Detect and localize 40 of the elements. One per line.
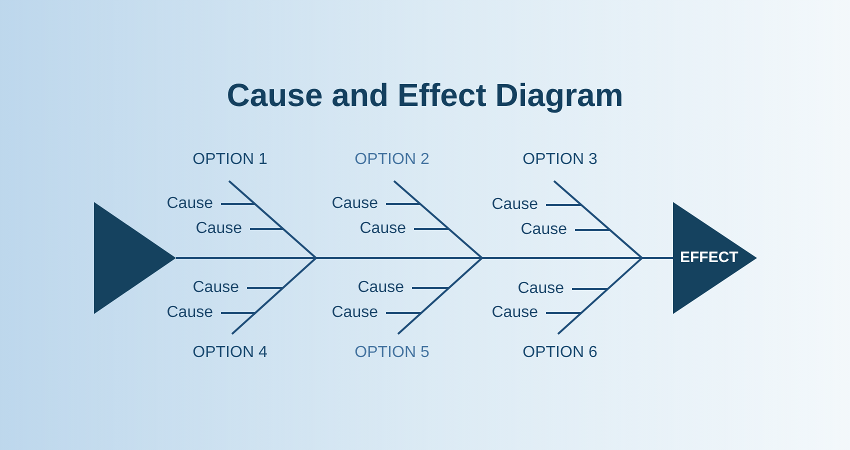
- cause-label: Cause: [492, 304, 546, 322]
- diagram-title: Cause and Effect Diagram: [226, 76, 624, 115]
- cause-line: [250, 228, 283, 230]
- category-label: OPTION 2: [354, 151, 430, 181]
- cause-label: Cause: [332, 304, 386, 322]
- cause-line: [386, 312, 421, 314]
- cause-label: Cause: [360, 220, 414, 238]
- cause-label: Cause: [358, 279, 412, 297]
- cause-label: Cause: [518, 280, 572, 298]
- cause-line: [414, 228, 449, 230]
- cause-line: [572, 288, 608, 290]
- cause-label: Cause: [492, 196, 546, 214]
- cause-label: Cause: [520, 221, 575, 239]
- bone-line: [228, 180, 317, 259]
- bone-line: [557, 257, 643, 335]
- category-label: OPTION 1: [192, 151, 268, 181]
- cause-label: Cause: [332, 195, 386, 213]
- cause-line: [575, 229, 610, 231]
- cause-line: [546, 312, 581, 314]
- cause-line: [546, 204, 581, 206]
- bone-line: [393, 180, 483, 259]
- category-label: OPTION 5: [354, 334, 430, 362]
- bone-line: [397, 257, 483, 335]
- cause-label: Cause: [166, 195, 221, 213]
- bone-line: [231, 257, 317, 335]
- effect-head-triangle: [673, 202, 757, 314]
- cause-line: [412, 287, 449, 289]
- spine-line: [176, 257, 673, 259]
- effect-label: EFFECT: [680, 249, 738, 267]
- category-label: OPTION 6: [522, 334, 598, 362]
- cause-line: [386, 203, 420, 205]
- cause-label: Cause: [166, 304, 221, 322]
- category-label: OPTION 4: [192, 334, 268, 362]
- cause-label: Cause: [196, 220, 250, 238]
- category-label: OPTION 3: [522, 151, 598, 181]
- cause-line: [221, 312, 255, 314]
- cause-line: [247, 287, 283, 289]
- cause-line: [221, 203, 255, 205]
- bone-line: [553, 180, 643, 259]
- cause-label: Cause: [192, 279, 247, 297]
